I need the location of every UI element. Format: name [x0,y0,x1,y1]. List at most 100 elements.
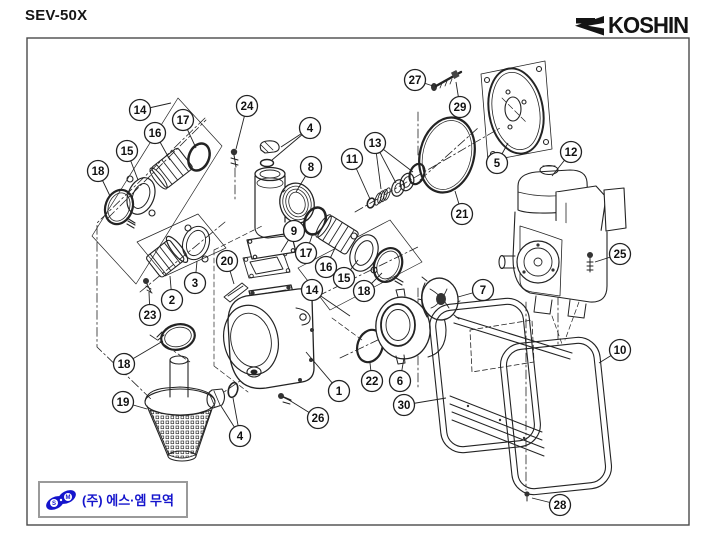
part-flange-gasket-3 [181,224,211,263]
brand-wordmark: KOSHIN [607,12,689,38]
svg-text:16: 16 [320,262,333,274]
callout-8: 8 [295,155,323,193]
brand-logo: KOSHIN [574,12,691,39]
svg-text:24: 24 [241,101,254,113]
svg-text:13: 13 [369,138,382,150]
callout-15: 15 [115,139,139,181]
part-cover-plate-5 [480,60,553,162]
part-seal-set-13 [374,162,426,206]
svg-text:14: 14 [134,105,147,117]
callout-21: 21 [450,190,474,226]
callout-15: 15 [332,259,359,290]
svg-text:15: 15 [338,273,351,285]
part-hose-shank-b [315,214,359,255]
callout-20: 20 [215,249,239,285]
svg-text:25: 25 [614,249,627,261]
svg-text:29: 29 [454,102,467,114]
koshin-arrow-icon [574,15,604,35]
part-pump-casing-1 [223,284,315,390]
svg-text:12: 12 [565,147,578,159]
svg-text:4: 4 [307,123,314,135]
callout-27: 27 [403,68,434,92]
part-hose-shank-a [149,147,193,190]
svg-text:5: 5 [494,158,501,170]
vendor-company-name: (주) 에스·엠 무역 [82,493,174,508]
part-coupling-flange-a [126,175,156,217]
svg-text:21: 21 [456,209,469,221]
svg-text:16: 16 [149,128,162,140]
callout-22: 22 [360,362,384,393]
svg-text:6: 6 [397,376,403,388]
part-bolt-23 [143,278,153,294]
svg-text:11: 11 [346,154,359,166]
svg-text:15: 15 [121,146,134,158]
callout-29: 29 [448,81,472,119]
part-name-plate-20 [223,282,249,303]
callout-1: 1 [305,351,351,403]
part-seal-washer-11 [366,197,376,209]
part-o-ring-22 [355,328,385,364]
callout-5: 5 [485,142,509,175]
svg-text:28: 28 [554,500,567,512]
svg-text:27: 27 [409,75,422,87]
part-strainer-19 [144,355,216,462]
svg-text:17: 17 [177,115,190,127]
callout-2: 2 [160,275,184,312]
svg-text:1: 1 [336,386,343,398]
callout-12: 12 [551,140,583,177]
callout-18: 18 [86,159,111,197]
svg-text:14: 14 [306,285,319,297]
callout-7: 7 [457,278,495,302]
callout-17: 17 [294,232,318,265]
callout-9: 9 [280,219,306,253]
assembly-panels [91,97,591,393]
callout-14: 14 [300,278,351,317]
svg-text:20: 20 [221,256,234,268]
svg-text:17: 17 [300,248,313,260]
callout-10: 10 [598,338,632,364]
vendor-logo-letter-s: S [52,501,56,507]
callout-19: 19 [111,390,148,414]
callout-28: 28 [531,493,572,517]
part-bolt-25 [586,252,594,273]
callout-6: 6 [388,357,412,393]
callout-4: 4 [220,397,252,448]
part-bolt-24 [230,148,239,168]
vendor-logo-letter-m: M [66,495,71,501]
part-filler-cap-4 [259,140,280,168]
svg-text:18: 18 [118,359,131,371]
svg-text:10: 10 [614,345,627,357]
svg-text:7: 7 [480,285,486,297]
callout-4: 4 [271,116,322,161]
part-o-ring-21 [418,116,476,194]
callout-3: 3 [183,260,207,295]
callout-25: 25 [594,242,632,266]
svg-text:22: 22 [366,376,379,388]
callout-11: 11 [340,147,371,200]
callout-16: 16 [143,121,171,161]
callout-17: 17 [171,108,197,149]
svg-text:26: 26 [312,413,325,425]
svg-text:30: 30 [398,400,411,412]
svg-text:4: 4 [237,431,244,443]
vendor-badge: S M (주) 에스·엠 무역 [38,481,188,518]
part-volute-6 [375,288,447,365]
part-hose-clamp-strainer [156,323,196,351]
svg-text:3: 3 [192,278,198,290]
callout-14: 14 [128,98,172,122]
callout-24: 24 [235,94,259,150]
part-coupling-2 [146,235,189,278]
svg-text:19: 19 [117,397,130,409]
callout-16: 16 [314,245,338,279]
svg-text:18: 18 [92,166,105,178]
part-base-plate-30 [449,395,545,457]
svg-text:8: 8 [308,162,315,174]
svg-text:2: 2 [169,295,175,307]
page-title: SEV-50X [25,7,88,24]
svg-text:9: 9 [291,226,297,238]
callout-23: 23 [138,291,162,327]
svg-text:18: 18 [358,286,371,298]
